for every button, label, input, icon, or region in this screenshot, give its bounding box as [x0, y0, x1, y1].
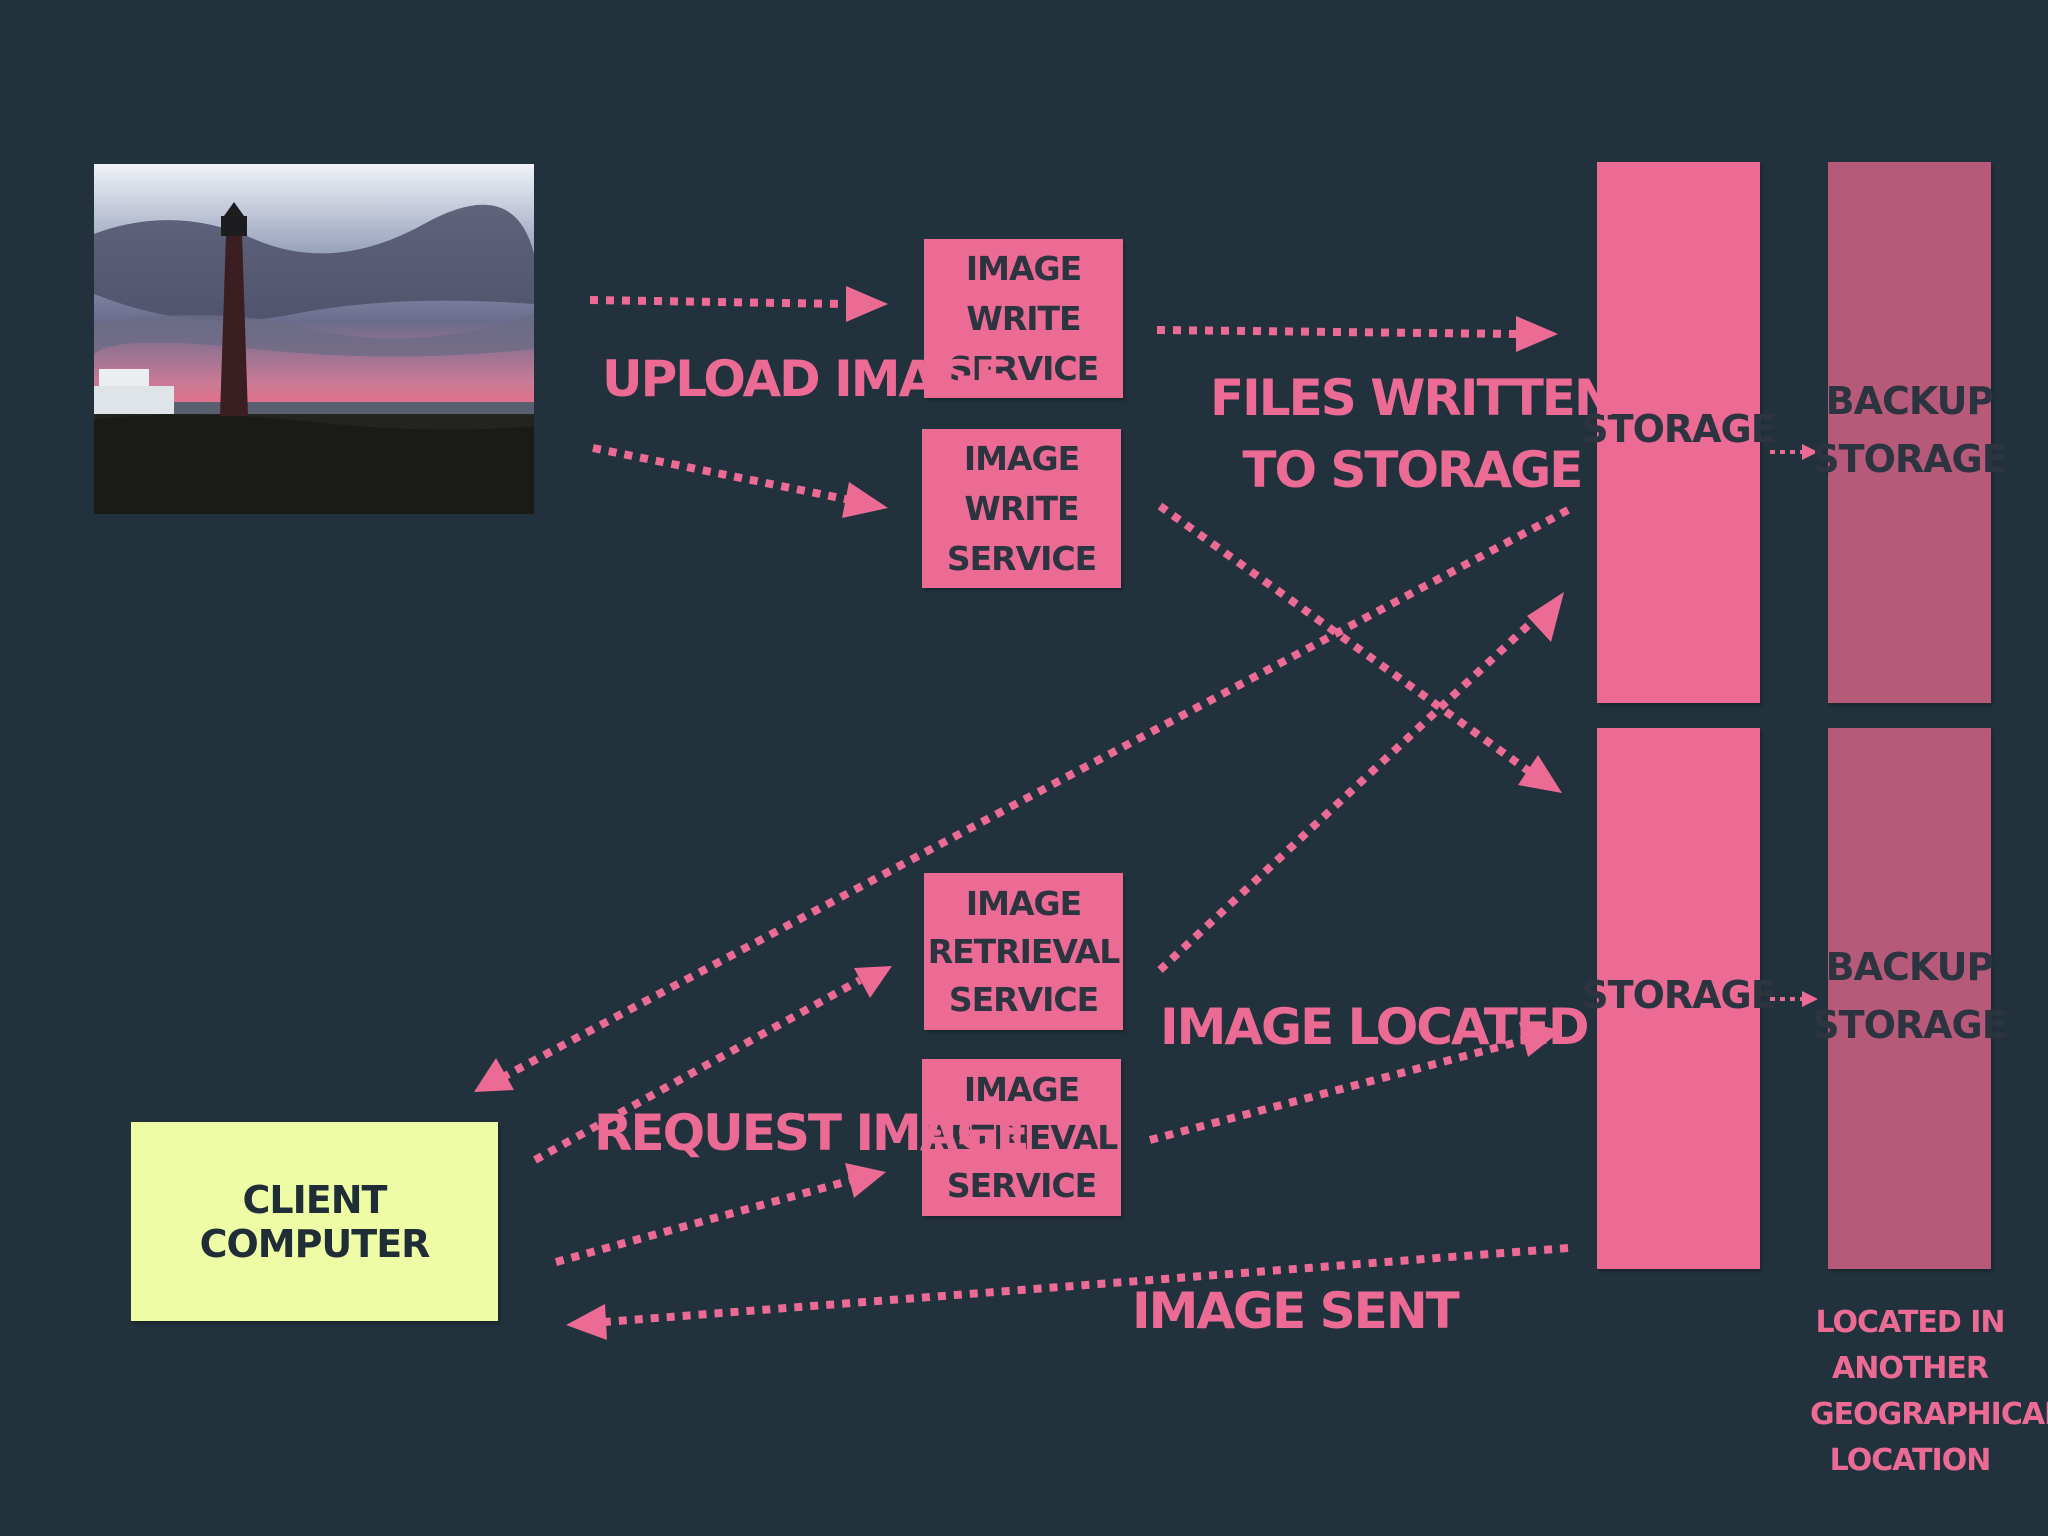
storage-top: STORAGE — [1581, 162, 1777, 703]
upload-image-label: UPLOAD IMAGE — [602, 350, 1008, 408]
service-line: SERVICE — [946, 1165, 1097, 1205]
service-line: IMAGE — [963, 1069, 1080, 1109]
service-line: IMAGE — [965, 883, 1082, 923]
image-retrieval-service-2: IMAGE RETRIEVAL SERVICE — [922, 1059, 1121, 1216]
note-line: GEOGRAPHICAL — [1810, 1397, 2048, 1432]
client-computer: CLIENT COMPUTER — [131, 1122, 498, 1321]
arrow-write-cross — [1157, 502, 1533, 776]
storage-label: STORAGE — [1581, 407, 1776, 451]
request-image-label: REQUEST IMAGE — [594, 1104, 1030, 1162]
image-write-service-2: IMAGE WRITE SERVICE — [922, 429, 1121, 588]
client-label: CLIENT COMPUTER — [199, 1177, 431, 1266]
image-sent-label: IMAGE SENT — [1132, 1282, 1460, 1340]
service-line: SERVICE — [948, 348, 1099, 388]
files-written-line: FILES WRITTEN — [1210, 369, 1616, 427]
note-line: LOCATION — [1829, 1443, 1992, 1478]
lighthouse-photo — [94, 164, 534, 514]
arrow-upload-2 — [592, 444, 851, 504]
files-written-label: FILES WRITTEN TO STORAGE — [1210, 362, 1616, 506]
image-retrieval-service-1: IMAGE RETRIEVAL SERVICE — [924, 873, 1123, 1030]
backup-label: BACKUP — [1825, 379, 1995, 423]
arrow-retrieve-up — [1157, 615, 1539, 973]
note-line: LOCATED IN — [1815, 1305, 2005, 1340]
image-located-label: IMAGE LOCATED — [1160, 998, 1590, 1056]
service-line: IMAGE WRITE — [965, 248, 1082, 338]
storage-bottom: STORAGE — [1581, 728, 1777, 1269]
image-write-service-1: IMAGE WRITE SERVICE — [924, 239, 1123, 398]
arrow-request-2 — [554, 1176, 854, 1266]
backup-label: STORAGE — [1812, 437, 2007, 481]
service-line: SERVICE — [948, 979, 1099, 1019]
files-written-line: TO STORAGE — [1242, 441, 1583, 499]
backup-storage-top: BACKUP STORAGE — [1812, 162, 2008, 703]
geographical-location-note: LOCATED IN ANOTHER GEOGRAPHICAL LOCATION — [1810, 1300, 2048, 1484]
storage-label: STORAGE — [1581, 973, 1776, 1017]
note-line: ANOTHER — [1832, 1351, 1989, 1386]
backup-label: BACKUP — [1825, 945, 1995, 989]
arrow-upload-1 — [589, 296, 851, 308]
service-line: RETRIEVAL — [925, 1117, 1119, 1157]
service-line: RETRIEVAL — [927, 931, 1121, 971]
backup-storage-bottom: BACKUP STORAGE — [1812, 728, 2008, 1269]
backup-label: STORAGE — [1812, 1003, 2007, 1047]
service-line: SERVICE — [946, 538, 1097, 578]
service-line: IMAGE WRITE — [963, 438, 1080, 528]
arrow-write-top — [1156, 326, 1521, 338]
